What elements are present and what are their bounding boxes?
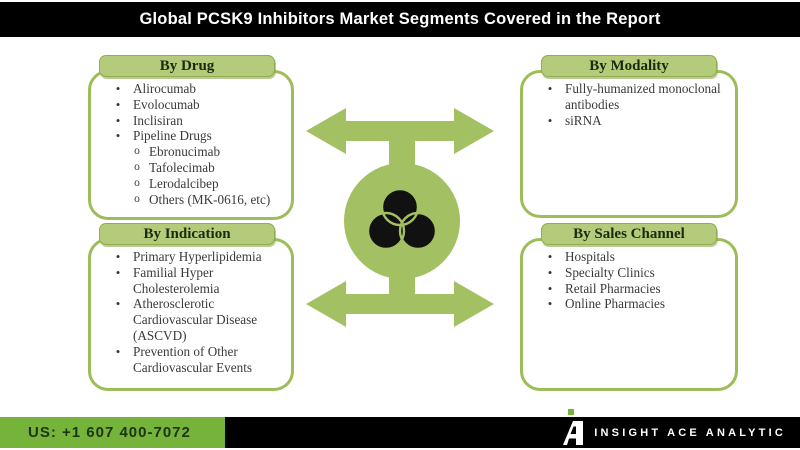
list-item: • Evolocumab <box>91 97 285 113</box>
list-item: • siRNA <box>523 113 729 129</box>
list-item: o Ebronucimab <box>91 144 285 160</box>
bullet-dot-icon: • <box>115 343 121 359</box>
list-item-text: Tafolecimab <box>149 159 215 175</box>
list-item-text: Lerodalcibep <box>149 175 219 191</box>
segment-list-by-indication: • Primary Hyperlipidemia • Familial Hyper C… <box>91 249 285 375</box>
bullet-dot-icon: • <box>115 296 121 312</box>
list-item-text: Familial Hyper Cholesterolemia <box>133 264 220 296</box>
list-item: • Fully-humanized monoclonal antibodies <box>523 81 729 113</box>
bullet-dot-icon: • <box>115 264 121 280</box>
bullet-dot-icon: • <box>115 112 121 128</box>
list-item-text: Fully-humanized monoclonal antibodies <box>565 81 721 112</box>
list-item-text: Online Pharmacies <box>565 296 665 312</box>
bullet-dot-icon: • <box>115 81 121 96</box>
phone-number: US: +1 607 400-7072 <box>28 424 191 441</box>
bullet-dot-icon: • <box>547 112 553 128</box>
venn-diagram-icon <box>366 187 438 251</box>
bullet-dot-icon: • <box>547 249 553 264</box>
bullet-dot-icon: • <box>547 280 553 296</box>
bullet-dot-icon: • <box>115 249 121 264</box>
footer-brand-bar: INSIGHT ACE ANALYTIC <box>225 417 800 448</box>
bullet-dot-icon: • <box>115 128 121 144</box>
list-item: • Familial Hyper Cholesterolemia <box>91 265 285 297</box>
brand-name: INSIGHT ACE ANALYTIC <box>594 426 786 439</box>
bullet-dot-icon: • <box>547 296 553 312</box>
bullet-dot-icon: • <box>115 96 121 112</box>
bullet-circle-icon: o <box>134 176 140 189</box>
bullet-circle-icon: o <box>134 192 140 205</box>
list-item: o Others (MK-0616, etc) <box>91 192 285 208</box>
list-item-text: Hospitals <box>565 249 615 264</box>
segment-header-by-drug: By Drug <box>99 55 275 77</box>
list-item-text: Inclisiran <box>133 112 183 128</box>
segment-header-by-sales-channel: By Sales Channel <box>541 223 717 245</box>
list-item-text: siRNA <box>565 112 602 128</box>
list-item: • Online Pharmacies <box>523 296 729 312</box>
list-item-text: Retail Pharmacies <box>565 280 661 296</box>
list-item: • Primary Hyperlipidemia <box>91 249 285 265</box>
title-banner: Global PCSK9 Inhibitors Market Segments … <box>0 2 800 37</box>
list-item: • Alirocumab <box>91 81 285 97</box>
segment-box-by-modality: • Fully-humanized monoclonal antibodies • s… <box>520 70 738 218</box>
list-item: • Hospitals <box>523 249 729 265</box>
list-item-text: Others (MK-0616, etc) <box>149 191 271 207</box>
list-item-text: Ebronucimab <box>149 144 221 160</box>
double-arrow-icon <box>306 281 494 327</box>
list-item: o Tafolecimab <box>91 160 285 176</box>
segment-header-by-indication: By Indication <box>99 223 275 245</box>
list-item: • Prevention of Other Cardiovascular Even… <box>91 344 285 376</box>
list-item: • Pipeline Drugs <box>91 128 285 144</box>
insight-ace-logo-icon <box>563 409 583 445</box>
bullet-circle-icon: o <box>134 145 140 158</box>
segment-box-by-indication: • Primary Hyperlipidemia • Familial Hyper C… <box>88 238 294 391</box>
list-item-text: Primary Hyperlipidemia <box>133 249 262 264</box>
segment-list-by-drug: • Alirocumab • Evolocumab • Inclisiran • Pipeli… <box>91 81 285 207</box>
list-item-text: Atherosclerotic Cardiovascular Disease (… <box>133 296 258 343</box>
list-item: • Retail Pharmacies <box>523 281 729 297</box>
list-item-text: Prevention of Other Cardiovascular Event… <box>133 343 253 375</box>
page-title: Global PCSK9 Inhibitors Market Segments … <box>139 10 661 28</box>
list-item: o Lerodalcibep <box>91 176 285 192</box>
bullet-circle-icon: o <box>134 160 140 173</box>
list-item: • Inclisiran <box>91 113 285 129</box>
list-item: • Specialty Clinics <box>523 265 729 281</box>
list-item-text: Alirocumab <box>133 81 196 96</box>
segment-list-by-modality: • Fully-humanized monoclonal antibodies • s… <box>523 81 729 128</box>
segment-box-by-drug: • Alirocumab • Evolocumab • Inclisiran • Pipeli… <box>88 70 294 220</box>
list-item-text: Specialty Clinics <box>565 264 655 280</box>
list-item-text: Pipeline Drugs <box>133 128 212 144</box>
list-item: • Atherosclerotic Cardiovascular Disease … <box>91 296 285 343</box>
list-item-text: Evolocumab <box>133 96 200 112</box>
footer-phone-bar: US: +1 607 400-7072 <box>0 417 225 448</box>
segment-list-by-sales-channel: • Hospitals • Specialty Clinics • Retail Phar… <box>523 249 729 312</box>
segment-box-by-sales-channel: • Hospitals • Specialty Clinics • Retail Phar… <box>520 238 738 391</box>
bullet-dot-icon: • <box>547 264 553 280</box>
segment-header-by-modality: By Modality <box>541 55 717 77</box>
bullet-dot-icon: • <box>547 81 553 96</box>
center-connector-graphic <box>306 108 494 327</box>
